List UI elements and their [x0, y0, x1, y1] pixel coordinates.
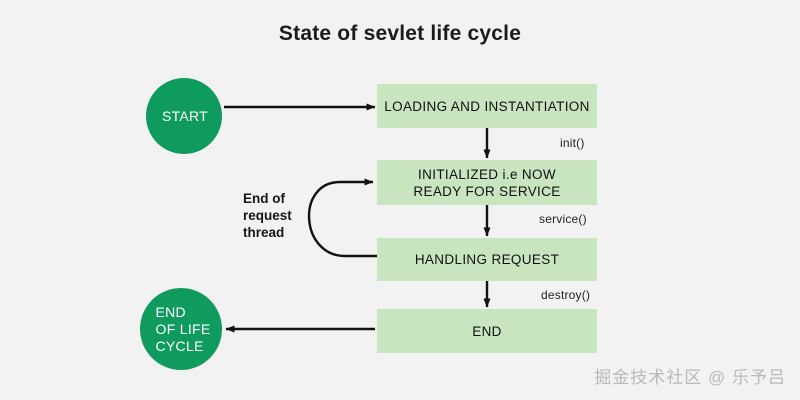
node-initialized-label-line1: INITIALIZED i.e NOW: [418, 166, 556, 182]
edge-label-destroy: destroy(): [541, 288, 591, 302]
watermark: 掘金技术社区 @ 乐予吕: [594, 368, 786, 387]
edge-label-loop-line3: thread: [243, 225, 285, 240]
page-title: State of sevlet life cycle: [278, 22, 522, 45]
edge-label-end-of-request-thread: End of request thread: [243, 190, 329, 241]
edge-label-loop-line1: End of: [243, 191, 285, 206]
node-handling-label: HANDLING REQUEST: [414, 252, 560, 267]
node-start-label: START: [161, 107, 209, 124]
node-end[interactable]: END: [377, 309, 597, 353]
edge-label-service: service(): [539, 212, 587, 226]
node-loading-and-instantiation[interactable]: LOADING AND INSTANTIATION: [377, 84, 597, 128]
node-handling-request[interactable]: HANDLING REQUEST: [377, 238, 597, 281]
node-end-of-life-label: END OF LIFE CYCLE: [152, 304, 211, 355]
node-loading-label: LOADING AND INSTANTIATION: [384, 98, 590, 114]
node-initialized-label-line2: READY FOR SERVICE: [413, 183, 561, 199]
node-end-label: END: [472, 323, 502, 339]
node-initialized-label: INITIALIZED i.e NOW READY FOR SERVICE: [413, 166, 560, 200]
node-initialized-ready-for-service[interactable]: INITIALIZED i.e NOW READY FOR SERVICE: [377, 160, 597, 205]
node-end-of-life-cycle[interactable]: END OF LIFE CYCLE: [140, 288, 222, 370]
node-end-of-life-label-line3: CYCLE: [155, 337, 204, 354]
node-end-of-life-label-line1: END: [155, 303, 186, 320]
edge-label-loop-line2: request: [243, 208, 292, 223]
node-start[interactable]: START: [146, 78, 222, 154]
edge-label-init: init(): [560, 136, 585, 150]
node-end-of-life-label-line2: OF LIFE: [155, 320, 211, 337]
